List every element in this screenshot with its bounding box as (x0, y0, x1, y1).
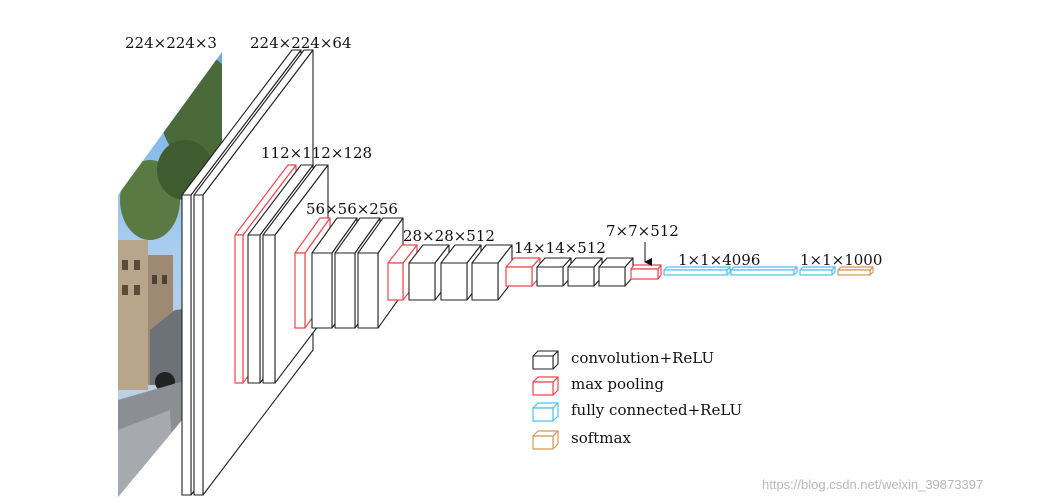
legend-conv-label: convolution+ReLU (571, 349, 714, 367)
fc3 (799, 266, 836, 276)
label-conv1-size: 224×224×64 (250, 34, 351, 52)
legend-pool-label: max pooling (571, 375, 664, 393)
softmax-layer (837, 266, 874, 276)
legend-fc-label: fully connected+ReLU (571, 401, 742, 419)
label-conv2-size: 112×112×128 (261, 144, 372, 162)
conv5-slab-3 (598, 257, 634, 287)
label-fc-size: 1×1×4096 (678, 251, 760, 269)
fc2 (730, 266, 798, 276)
watermark-text: https://blog.csdn.net/weixin_39873397 (762, 477, 983, 492)
legend-softmax-icon (532, 430, 559, 450)
legend-conv-icon (532, 350, 559, 370)
label-conv5-size: 14×14×512 (514, 239, 606, 257)
conv5-slab-1 (536, 257, 572, 287)
network-layers (181, 49, 874, 496)
label-pool5-size: 7×7×512 (606, 222, 679, 240)
fc1 (663, 266, 731, 276)
legend-softmax-label: softmax (571, 429, 631, 447)
label-conv3-size: 56×56×256 (306, 200, 398, 218)
label-softmax-size: 1×1×1000 (800, 251, 882, 269)
pool4 (505, 257, 541, 287)
label-input-size: 224×224×3 (125, 34, 217, 52)
label-conv4-size: 28×28×512 (403, 227, 495, 245)
conv5-slab-2 (567, 257, 603, 287)
legend-fc-icon (532, 402, 559, 422)
pool5 (630, 264, 662, 280)
legend-pool-icon (532, 376, 559, 396)
legend: convolution+ReLU max pooling fully conne… (532, 349, 742, 450)
